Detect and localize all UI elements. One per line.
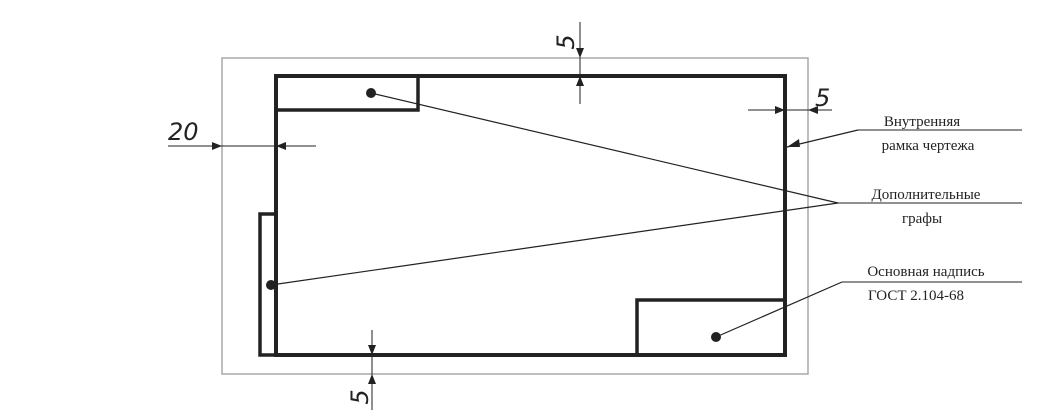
top-dim-value: 5 — [552, 34, 580, 49]
leader-left-column — [270, 202, 839, 286]
left-additional-column-strip — [258, 212, 276, 357]
left-dim-arrow-right — [276, 142, 286, 150]
title-block-box — [635, 298, 785, 355]
inner-drawing-frame — [274, 74, 787, 357]
additional-columns-label-line2: графы — [902, 211, 942, 227]
top-additional-column-box — [274, 74, 420, 112]
bottom-dim-arrow-lower — [368, 374, 376, 384]
right-dim-value: 5 — [815, 84, 830, 112]
top-dim-arrow-lower — [576, 76, 584, 86]
right-dim-arrow-left — [775, 106, 785, 114]
bottom-dim-value: 5 — [346, 389, 374, 404]
top-dim-arrow-upper — [576, 48, 584, 58]
inner-frame-label-line1: Внутренняя — [884, 114, 960, 130]
leader-title-block — [715, 281, 843, 338]
inner-frame-label-line2: рамка чертежа — [882, 138, 975, 154]
left-dim-arrow-left — [212, 142, 222, 150]
title-block-label-line1: Основная надпись — [867, 264, 984, 280]
inner-frame-arrowhead — [787, 139, 800, 147]
left-dim-value: 20 — [168, 118, 199, 146]
right-dim-arrow-right — [808, 106, 818, 114]
bottom-dim-arrow-upper — [368, 345, 376, 355]
leader-top-column — [370, 92, 839, 204]
outer-sheet-border — [221, 57, 809, 375]
title-block-label-line2: ГОСТ 2.104-68 — [868, 288, 964, 304]
additional-columns-label-line1: Дополнительные — [872, 187, 981, 203]
